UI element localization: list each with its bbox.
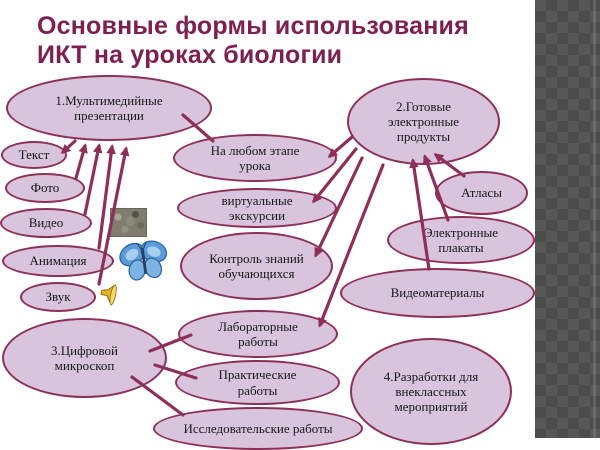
node-sound: Звук	[20, 282, 96, 312]
node-text: Текст	[1, 141, 67, 169]
slide-title: Основные формы использования ИКТ на урок…	[37, 12, 537, 70]
node-electronic-posters: Электронные плакаты	[387, 216, 535, 264]
node-video-materials: Видеоматериалы	[340, 268, 535, 318]
node-photo: Фото	[5, 173, 85, 203]
node-laboratory-works: Лабораторные работы	[178, 310, 338, 358]
node-practical-works: Практические работы	[175, 360, 340, 405]
node-research-works: Исследовательские работы	[153, 407, 363, 450]
node-ready-electronic-products: 2.Готовые электронные продукты	[347, 78, 500, 165]
node-multimedia-presentations: 1.Мультимедийные презентации	[6, 75, 212, 141]
node-any-lesson-stage: На любом этапе урока	[173, 134, 337, 182]
butterfly-image	[119, 240, 168, 281]
slide-edge-pattern	[535, 0, 600, 438]
slide-edge-highlight	[593, 0, 596, 438]
node-knowledge-control: Контроль знаний обучающихся	[180, 232, 333, 300]
speaker-icon	[100, 283, 117, 307]
node-animation: Анимация	[2, 245, 114, 277]
node-digital-microscope: 3.Цифровой микроскоп	[2, 318, 167, 398]
moss-photo-image	[110, 208, 147, 237]
node-video: Видео	[0, 208, 92, 238]
slide-title-line1: Основные формы использования	[37, 12, 469, 40]
slide-title-line2: ИКТ на уроках биологии	[37, 41, 343, 69]
node-virtual-excursions: виртуальные экскурсии	[177, 188, 337, 228]
node-extracurricular-developments: 4.Разработки для внеклассных мероприятий	[350, 338, 512, 445]
node-atlases: Атласы	[435, 171, 528, 215]
